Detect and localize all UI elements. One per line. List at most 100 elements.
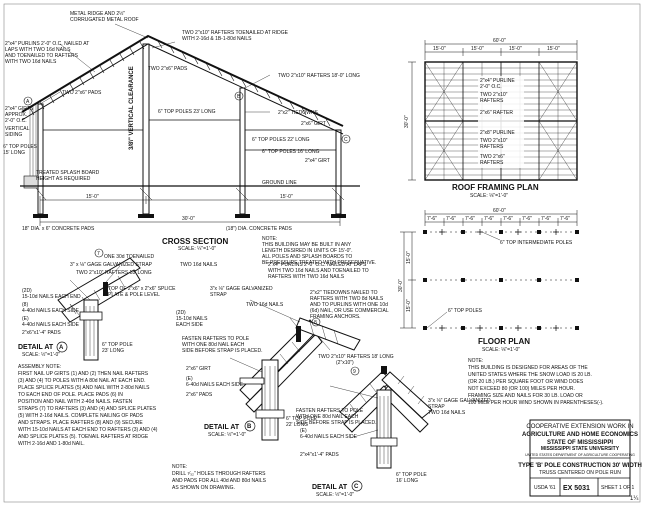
svg-text:MISSISSIPPI STATE UNIVERSITY: MISSISSIPPI STATE UNIVERSITY bbox=[541, 446, 620, 452]
svg-text:TWO 16d NAILS: TWO 16d NAILS bbox=[246, 302, 284, 308]
svg-text:15'-0": 15'-0" bbox=[433, 46, 446, 52]
svg-text:18" DIA. x 6" CONCRETE PADS: 18" DIA. x 6" CONCRETE PADS bbox=[22, 226, 95, 232]
detail-c-notes: FASTEN RAFTERS TO POLE WITH ONE 80d NAIL… bbox=[296, 398, 491, 498]
svg-text:RAFTERS: RAFTERS bbox=[480, 160, 504, 166]
svg-text:PLATE & POLE LEVEL: PLATE & POLE LEVEL bbox=[108, 292, 160, 298]
svg-text:SCALE: ⅛"=1'-0": SCALE: ⅛"=1'-0" bbox=[470, 193, 508, 199]
svg-text:WITH 2-16d AND 1-80d NAIL.: WITH 2-16d AND 1-80d NAIL. bbox=[18, 441, 85, 447]
svg-text:16' LONG: 16' LONG bbox=[396, 478, 418, 484]
svg-text:ALL POLES AND SPLASH BOARDS TO: ALL POLES AND SPLASH BOARDS TO bbox=[262, 254, 352, 260]
svg-text:(2D): (2D) bbox=[22, 288, 32, 294]
svg-text:APPROX.: APPROX. bbox=[5, 112, 27, 118]
svg-text:HEIGHT AS REQUIRED: HEIGHT AS REQUIRED bbox=[36, 176, 91, 182]
svg-text:STATE OF MISSISSIPPI: STATE OF MISSISSIPPI bbox=[547, 440, 613, 446]
svg-text:WITH ONE 80d NAIL EACH: WITH ONE 80d NAIL EACH bbox=[182, 342, 245, 348]
svg-text:TOP OF 2"x6" x 2"x6" SPLICE: TOP OF 2"x6" x 2"x6" SPLICE bbox=[108, 286, 176, 292]
svg-text:DETAIL AT: DETAIL AT bbox=[204, 424, 240, 431]
design-note: NOTE: THIS BUILDING IS DESIGNED FOR AREA… bbox=[468, 358, 603, 406]
floor-plan-labels: 7'-6" 7'-6" 7'-6" 7'-6" 7'-6" 7'-6" 7'-6… bbox=[398, 208, 573, 353]
svg-text:TWO 2"x6": TWO 2"x6" bbox=[480, 154, 505, 160]
svg-text:RAFTERS WITH TWO 8d NAILS: RAFTERS WITH TWO 8d NAILS bbox=[310, 296, 384, 302]
svg-text:FASTEN RAFTERS TO POLE: FASTEN RAFTERS TO POLE bbox=[182, 336, 250, 342]
svg-text:TWO 2"x6" PADS: TWO 2"x6" PADS bbox=[148, 66, 188, 72]
svg-text:2"x4" PURLINE: 2"x4" PURLINE bbox=[480, 78, 515, 84]
svg-text:THIS BUILDING MAY BE BUILT IN: THIS BUILDING MAY BE BUILT IN ANY bbox=[262, 242, 352, 248]
svg-text:15'-0": 15'-0" bbox=[280, 194, 293, 200]
svg-text:7'-6": 7'-6" bbox=[484, 216, 494, 222]
svg-text:USDA '61: USDA '61 bbox=[534, 485, 556, 491]
cross-section-notes: METAL RIDGE AND 2½" CORRUGATED METAL ROO… bbox=[3, 10, 360, 252]
svg-text:PLACE SPLICE PLATES (5) AND NA: PLACE SPLICE PLATES (5) AND NAIL WITH 2-… bbox=[18, 385, 150, 391]
svg-text:15'-0": 15'-0" bbox=[509, 46, 522, 52]
svg-text:DRILL ⁷⁄₃₂" HOLES THROUGH RAFT: DRILL ⁷⁄₃₂" HOLES THROUGH RAFTERS bbox=[172, 471, 266, 477]
svg-text:6" TOP POLES 22' LONG: 6" TOP POLES 22' LONG bbox=[252, 137, 310, 143]
svg-text:2"x6" RAFTER: 2"x6" RAFTER bbox=[480, 110, 513, 116]
svg-text:6-40d NAILS EACH SIDE: 6-40d NAILS EACH SIDE bbox=[300, 434, 358, 440]
svg-text:AND PADS FOR ALL 40d AND 80d N: AND PADS FOR ALL 40d AND 80d NAILS bbox=[172, 478, 267, 484]
svg-text:2"x4"x1'-4" PADS: 2"x4"x1'-4" PADS bbox=[300, 452, 339, 458]
svg-text:TWO 16d NAILS: TWO 16d NAILS bbox=[180, 262, 218, 268]
svg-text:CORRUGATED METAL ROOF: CORRUGATED METAL ROOF bbox=[70, 17, 139, 23]
svg-text:DETAIL AT: DETAIL AT bbox=[312, 484, 348, 491]
svg-text:(E): (E) bbox=[186, 376, 193, 382]
svg-text:6" TOP POLE: 6" TOP POLE bbox=[102, 342, 133, 348]
svg-text:METAL RIDGE AND 2½": METAL RIDGE AND 2½" bbox=[70, 10, 125, 17]
svg-text:(6d) NAIL, OR USE COMMERCIAL: (6d) NAIL, OR USE COMMERCIAL bbox=[310, 308, 389, 314]
svg-text:60'-0": 60'-0" bbox=[493, 38, 506, 44]
svg-text:15'-0": 15'-0" bbox=[547, 46, 560, 52]
roof-framing-plan-drawing bbox=[408, 40, 578, 181]
svg-text:15'-0": 15'-0" bbox=[406, 251, 412, 264]
svg-text:WITH 15-10d NAILS AT EACH END: WITH 15-10d NAILS AT EACH END TO RAFTERS… bbox=[18, 427, 158, 433]
svg-text:(OR 20 LB.) PER SQUARE FOOT OR: (OR 20 LB.) PER SQUARE FOOT OR WIND DOES bbox=[468, 379, 584, 385]
svg-text:THIS BUILDING IS DESIGNED FOR: THIS BUILDING IS DESIGNED FOR AREAS OF T… bbox=[468, 365, 588, 371]
svg-text:6" TOP POLES 16' LONG: 6" TOP POLES 16' LONG bbox=[262, 149, 320, 155]
svg-text:EACH SIDE: EACH SIDE bbox=[176, 322, 204, 328]
svg-text:TO EACH END OF POLE. PLACE PAD: TO EACH END OF POLE. PLACE PADS (6) IN bbox=[18, 392, 123, 398]
roof-plan-title: ROOF FRAMING PLAN bbox=[452, 183, 539, 192]
svg-text:ASSEMBLY NOTE:: ASSEMBLY NOTE: bbox=[18, 364, 61, 370]
svg-text:SIDE BEFORE STRAP IS PLACED.: SIDE BEFORE STRAP IS PLACED. bbox=[182, 348, 263, 354]
svg-text:TWO 2"x10" RAFTERS 18' LONG: TWO 2"x10" RAFTERS 18' LONG bbox=[318, 354, 394, 360]
svg-text:VERTICAL: VERTICAL bbox=[5, 126, 30, 132]
svg-text:2"x6"x1'-4" PADS: 2"x6"x1'-4" PADS bbox=[22, 330, 61, 336]
svg-text:UNITED STATES WHERE THE SNOW L: UNITED STATES WHERE THE SNOW LOAD IS 20 … bbox=[468, 372, 592, 378]
svg-text:TWO 2"x10" RAFTERS 18' LONG: TWO 2"x10" RAFTERS 18' LONG bbox=[76, 270, 152, 276]
svg-text:ONE 30d TOENAILED: ONE 30d TOENAILED bbox=[104, 254, 155, 260]
svg-text:TYPE 'B' POLE CONSTRUCTION 30': TYPE 'B' POLE CONSTRUCTION 30' WIDTH bbox=[518, 463, 642, 469]
svg-text:30'-0": 30'-0" bbox=[398, 279, 404, 292]
roof-framing-plan-labels: 15'-0" 15'-0" 15'-0" 15'-0" 60'-0" 30'-0… bbox=[404, 38, 560, 199]
svg-text:2"x4" PURLINS 2'-0" O.C. NAILE: 2"x4" PURLINS 2'-0" O.C. NAILED AT bbox=[5, 41, 89, 47]
svg-text:AND TOENAILED TO RAFTERS: AND TOENAILED TO RAFTERS bbox=[5, 53, 79, 59]
svg-text:B: B bbox=[247, 424, 252, 430]
svg-text:15'-0": 15'-0" bbox=[406, 299, 412, 312]
detail-a-notes: ONE 30d TOENAILED 3" x ⅛" GAGE GALVANIZE… bbox=[18, 254, 218, 358]
svg-text:8: 8 bbox=[314, 320, 317, 326]
svg-text:POSITION AND NAIL WITH 2-40d N: POSITION AND NAIL WITH 2-40d NAILS. FAST… bbox=[18, 399, 133, 405]
svg-text:2'-0" O.C.: 2'-0" O.C. bbox=[480, 84, 502, 90]
svg-text:LAPS WITH TWO 16d NAILS: LAPS WITH TWO 16d NAILS bbox=[5, 47, 71, 53]
svg-text:(E): (E) bbox=[300, 428, 307, 434]
svg-text:7'-6": 7'-6" bbox=[522, 216, 532, 222]
svg-text:WITH ONE 80d NAIL EACH: WITH ONE 80d NAIL EACH bbox=[296, 414, 359, 420]
svg-text:STRAPS (7) TO RAFTERS (3) AND: STRAPS (7) TO RAFTERS (3) AND (4) AND SP… bbox=[18, 406, 157, 412]
svg-text:FRAMING SIZE AND NAILS FOR 30: FRAMING SIZE AND NAILS FOR 30 LB. LOAD O… bbox=[468, 393, 583, 399]
svg-text:FASTEN RAFTERS TO POLE: FASTEN RAFTERS TO POLE bbox=[296, 408, 364, 414]
svg-text:22' LONG: 22' LONG bbox=[286, 422, 308, 428]
svg-text:AND TO PURLINS WITH ONE 10d: AND TO PURLINS WITH ONE 10d bbox=[310, 302, 388, 308]
svg-text:SCALE: ¼"=1'-0": SCALE: ¼"=1'-0" bbox=[178, 246, 216, 252]
svg-text:C: C bbox=[344, 137, 348, 143]
detail-c-drawing: 9 C bbox=[329, 366, 433, 492]
svg-text:AS SHOWN ON DRAWING.: AS SHOWN ON DRAWING. bbox=[172, 485, 235, 491]
svg-text:30'-0": 30'-0" bbox=[182, 216, 195, 222]
svg-text:3"x ⅛" GAGE GALVANIZED: 3"x ⅛" GAGE GALVANIZED bbox=[210, 286, 273, 292]
svg-text:6" TOP POLE: 6" TOP POLE bbox=[396, 472, 427, 478]
svg-text:C: C bbox=[354, 484, 359, 490]
svg-text:STRAP: STRAP bbox=[428, 404, 445, 410]
svg-text:FRAMING ANCHORS.: FRAMING ANCHORS. bbox=[310, 314, 361, 320]
svg-text:2"x6" GIRT: 2"x6" GIRT bbox=[186, 366, 211, 372]
svg-text:WITH 2-16d & 1B-1-80d NAILS: WITH 2-16d & 1B-1-80d NAILS bbox=[182, 36, 252, 42]
detail-b-notes: 2"x4" PURLINS 2'-0" O.C. NAILED AT LAPS … bbox=[176, 262, 394, 438]
floor-plan-drawing bbox=[400, 210, 579, 331]
svg-text:7'-6": 7'-6" bbox=[503, 216, 513, 222]
